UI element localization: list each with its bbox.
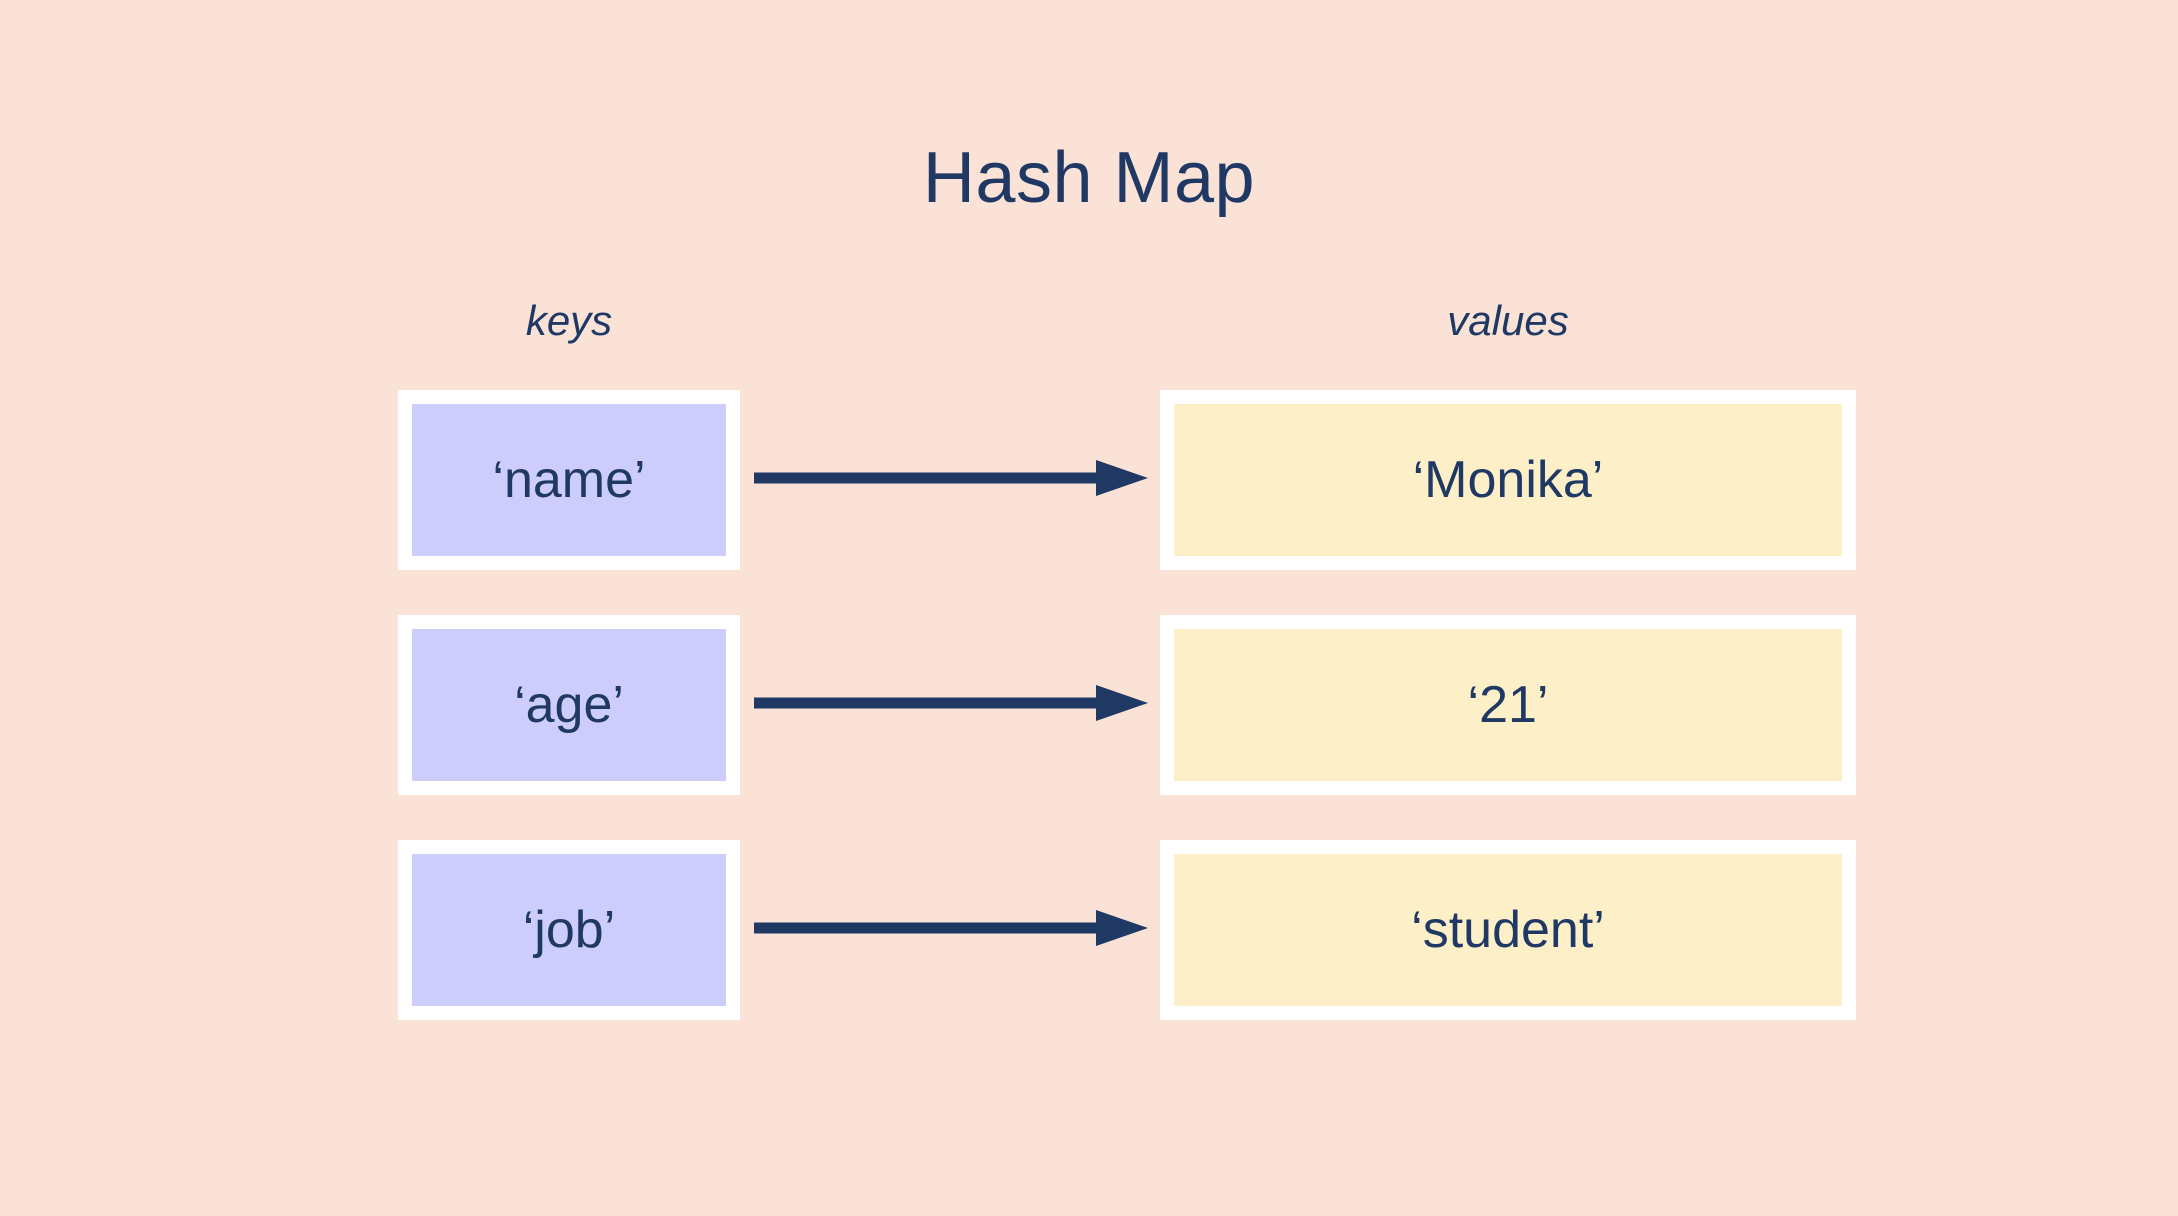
value-label-1: ‘Monika’: [1174, 404, 1842, 556]
values-column-label: values: [1447, 297, 1569, 344]
mapping-arrow-2: [754, 685, 1148, 721]
mapping-arrow-3: [754, 910, 1148, 946]
value-label-2: ‘21’: [1174, 629, 1842, 781]
value-box-3[interactable]: ‘student’: [1160, 840, 1856, 1020]
value-label-3: ‘student’: [1174, 854, 1842, 1006]
keys-column-label: keys: [525, 297, 613, 344]
mapping-arrow-1: [754, 460, 1148, 496]
key-box-1[interactable]: ‘name’: [398, 390, 740, 570]
key-box-2[interactable]: ‘age’: [398, 615, 740, 795]
key-label-1: ‘name’: [412, 404, 726, 556]
value-box-1[interactable]: ‘Monika’: [1160, 390, 1856, 570]
key-box-3[interactable]: ‘job’: [398, 840, 740, 1020]
key-label-3: ‘job’: [412, 854, 726, 1006]
key-label-2: ‘age’: [412, 629, 726, 781]
value-box-2[interactable]: ‘21’: [1160, 615, 1856, 795]
page-title: Hash Map: [922, 138, 1256, 218]
